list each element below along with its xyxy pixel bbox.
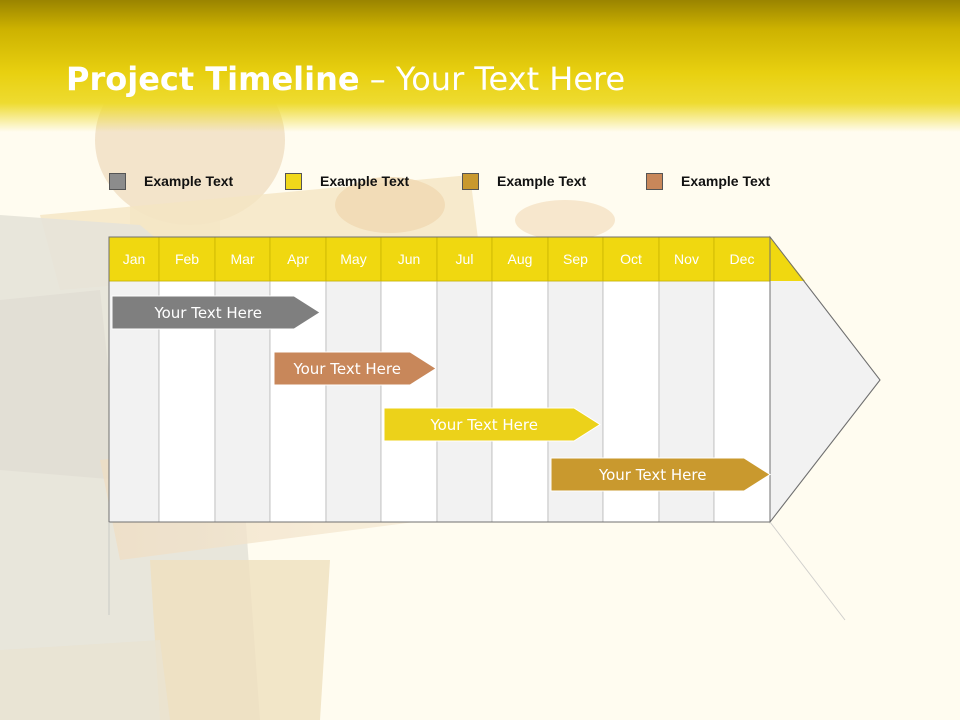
- slide-title: Project Timeline – Your Text Here: [66, 60, 625, 98]
- month-label: Apr: [287, 251, 309, 267]
- month-column: [380, 280, 438, 523]
- month-label: Jul: [456, 251, 474, 267]
- reflection-line-right: [769, 521, 846, 621]
- month-header-cell: [214, 236, 271, 282]
- month-label: Aug: [508, 251, 533, 267]
- title-banner: [0, 0, 960, 132]
- month-label: Feb: [175, 251, 199, 267]
- legend-item-1: Example Text: [109, 171, 233, 191]
- legend-swatch-gold: [462, 172, 479, 190]
- timeline-frame: [108, 236, 771, 523]
- month-header-cell: [158, 236, 216, 282]
- legend-label: Example Text: [144, 173, 234, 189]
- arrow-outline: [769, 236, 881, 523]
- month-header-cell: [547, 236, 604, 282]
- task-bar: [383, 407, 601, 442]
- month-header-cell: [658, 236, 715, 282]
- month-header-cell: [436, 236, 493, 282]
- month-label: Dec: [730, 251, 755, 267]
- month-label: Sep: [563, 251, 588, 267]
- month-label: Mar: [230, 251, 254, 267]
- month-header-cell: [325, 236, 382, 282]
- month-label: Oct: [620, 251, 642, 267]
- task-bar: [550, 457, 771, 492]
- month-label: Jan: [123, 251, 146, 267]
- task-label: Your Text Here: [292, 360, 400, 378]
- legend-item-4: Example Text: [646, 171, 770, 191]
- month-column: [491, 280, 549, 523]
- month-header-cell: [380, 236, 438, 282]
- legend-label: Example Text: [681, 173, 771, 189]
- legend-swatch-gray: [109, 172, 126, 190]
- month-label: Nov: [674, 251, 699, 267]
- task-label: Your Text Here: [598, 466, 706, 484]
- task-label: Your Text Here: [429, 416, 537, 434]
- month-column: [436, 280, 493, 523]
- legend-swatch-tan: [646, 172, 663, 190]
- legend-item-2: Example Text: [285, 171, 409, 191]
- title-subtitle: – Your Text Here: [359, 60, 626, 98]
- month-label: Jun: [398, 251, 421, 267]
- task-bar: [273, 351, 437, 386]
- month-header-cell: [108, 236, 160, 282]
- month-column: [325, 280, 382, 523]
- legend-label: Example Text: [497, 173, 587, 189]
- title-main: Project Timeline: [66, 60, 360, 98]
- task-label: Your Text Here: [153, 304, 261, 322]
- legend-label: Example Text: [320, 173, 410, 189]
- month-header-cell: [491, 236, 549, 282]
- legend-swatch-yellow: [285, 172, 302, 190]
- task-bar: [111, 295, 321, 330]
- month-label: May: [340, 251, 366, 267]
- legend-item-3: Example Text: [462, 171, 586, 191]
- month-header-cell: [269, 236, 327, 282]
